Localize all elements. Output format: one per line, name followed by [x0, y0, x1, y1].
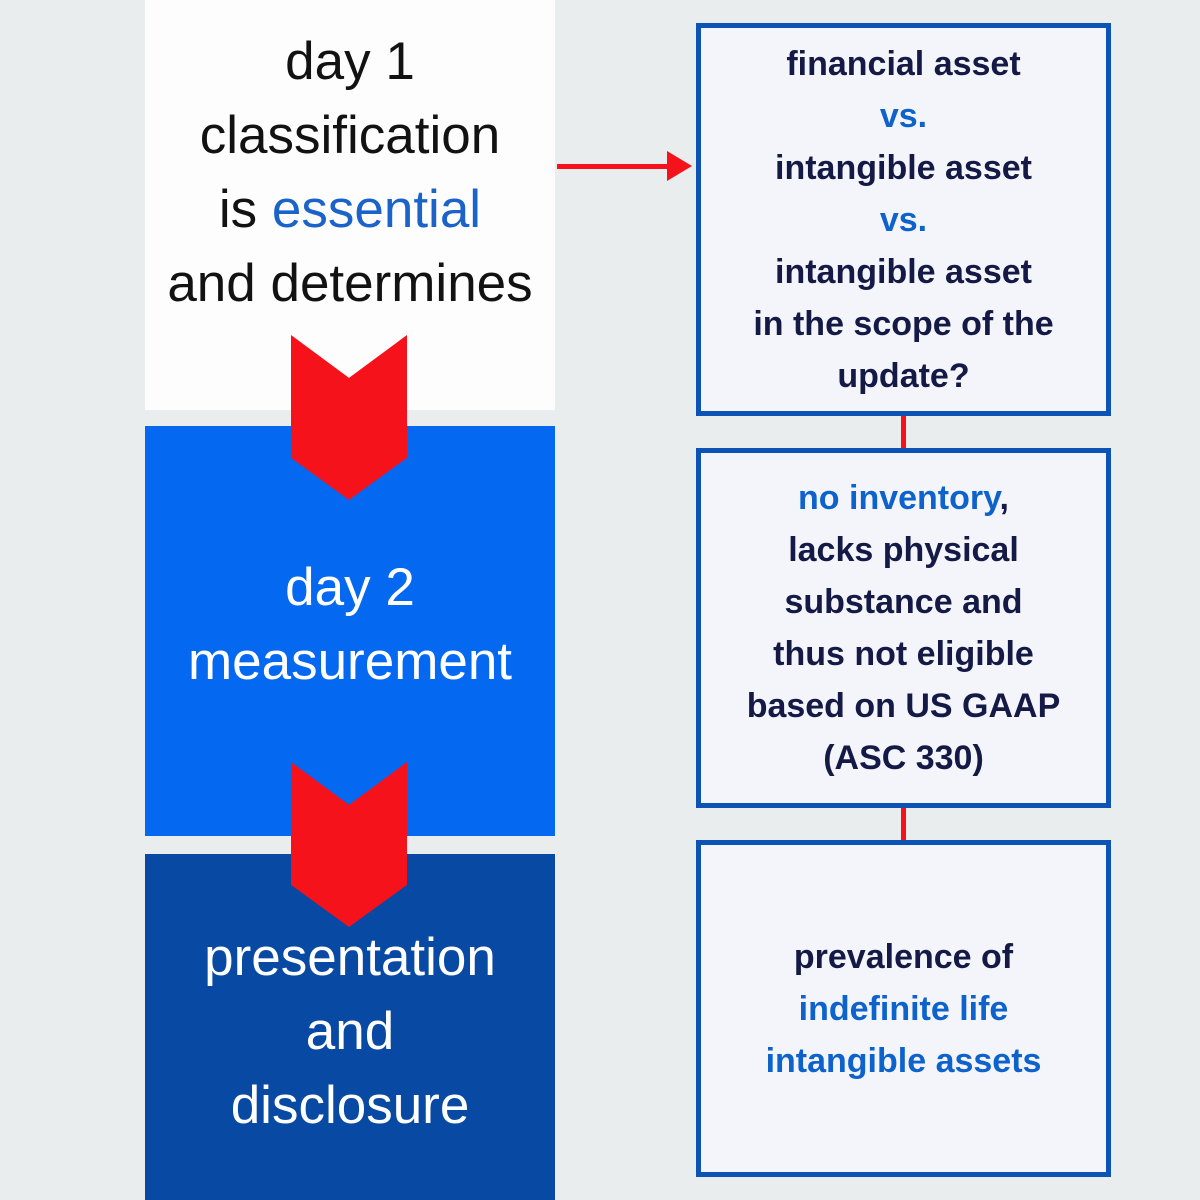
step-1-line-3: is essential: [218, 180, 482, 239]
panel-2-line-2: lacks physical: [788, 531, 1019, 569]
step-2-line-2: measurement: [187, 632, 513, 691]
arrow-right-head-icon: [667, 151, 692, 181]
panel-classification-question: financial asset vs. intangible asset vs.…: [696, 23, 1111, 416]
panel-2-line-5: based on US GAAP: [746, 687, 1061, 725]
step-3-line-1: presentation: [204, 928, 496, 987]
panel-1-line-5: intangible asset: [775, 252, 1032, 291]
connector-line-panel1-panel2: [901, 412, 906, 452]
step-1-line-1: day 1: [285, 32, 415, 91]
step-1-line-4: and determines: [167, 254, 533, 313]
panel-1-line-3: intangible asset: [775, 148, 1032, 187]
panel-2-line-4: thus not eligible: [773, 635, 1034, 673]
step-3-line-2: and: [305, 1002, 395, 1061]
panel-3-line-3: intangible assets: [765, 1041, 1042, 1080]
step-3-line-3: disclosure: [230, 1076, 470, 1135]
arrow-right-icon: [557, 164, 671, 169]
panel-3-line-1: prevalence of: [793, 937, 1014, 976]
panel-inventory-eligibility: no inventory, lacks physical substance a…: [696, 448, 1111, 808]
panel-1-line-2: vs.: [879, 96, 928, 135]
step-1-accent-word: essential: [271, 180, 482, 239]
connector-line-panel2-panel3: [901, 804, 906, 844]
panel-3-line-2: indefinite life: [798, 989, 1009, 1028]
panel-indefinite-life-prevalence: prevalence of indefinite life intangible…: [696, 840, 1111, 1177]
panel-1-line-1: financial asset: [786, 44, 1021, 83]
panel-2-line-3: substance and: [784, 583, 1023, 621]
step-2-line-1: day 2: [285, 558, 415, 617]
panel-1-line-4: vs.: [879, 200, 928, 239]
panel-1-line-6: in the scope of the: [753, 304, 1054, 343]
panel-2-line-6: (ASC 330): [823, 739, 984, 777]
step-1-box: day 1 classification is essential and de…: [145, 0, 555, 410]
panel-1-line-7: update?: [837, 356, 970, 395]
panel-2-accent-words: no inventory: [798, 479, 1000, 517]
panel-2-line-1: no inventory,: [798, 479, 1009, 517]
step-1-line-2: classification: [199, 106, 501, 165]
